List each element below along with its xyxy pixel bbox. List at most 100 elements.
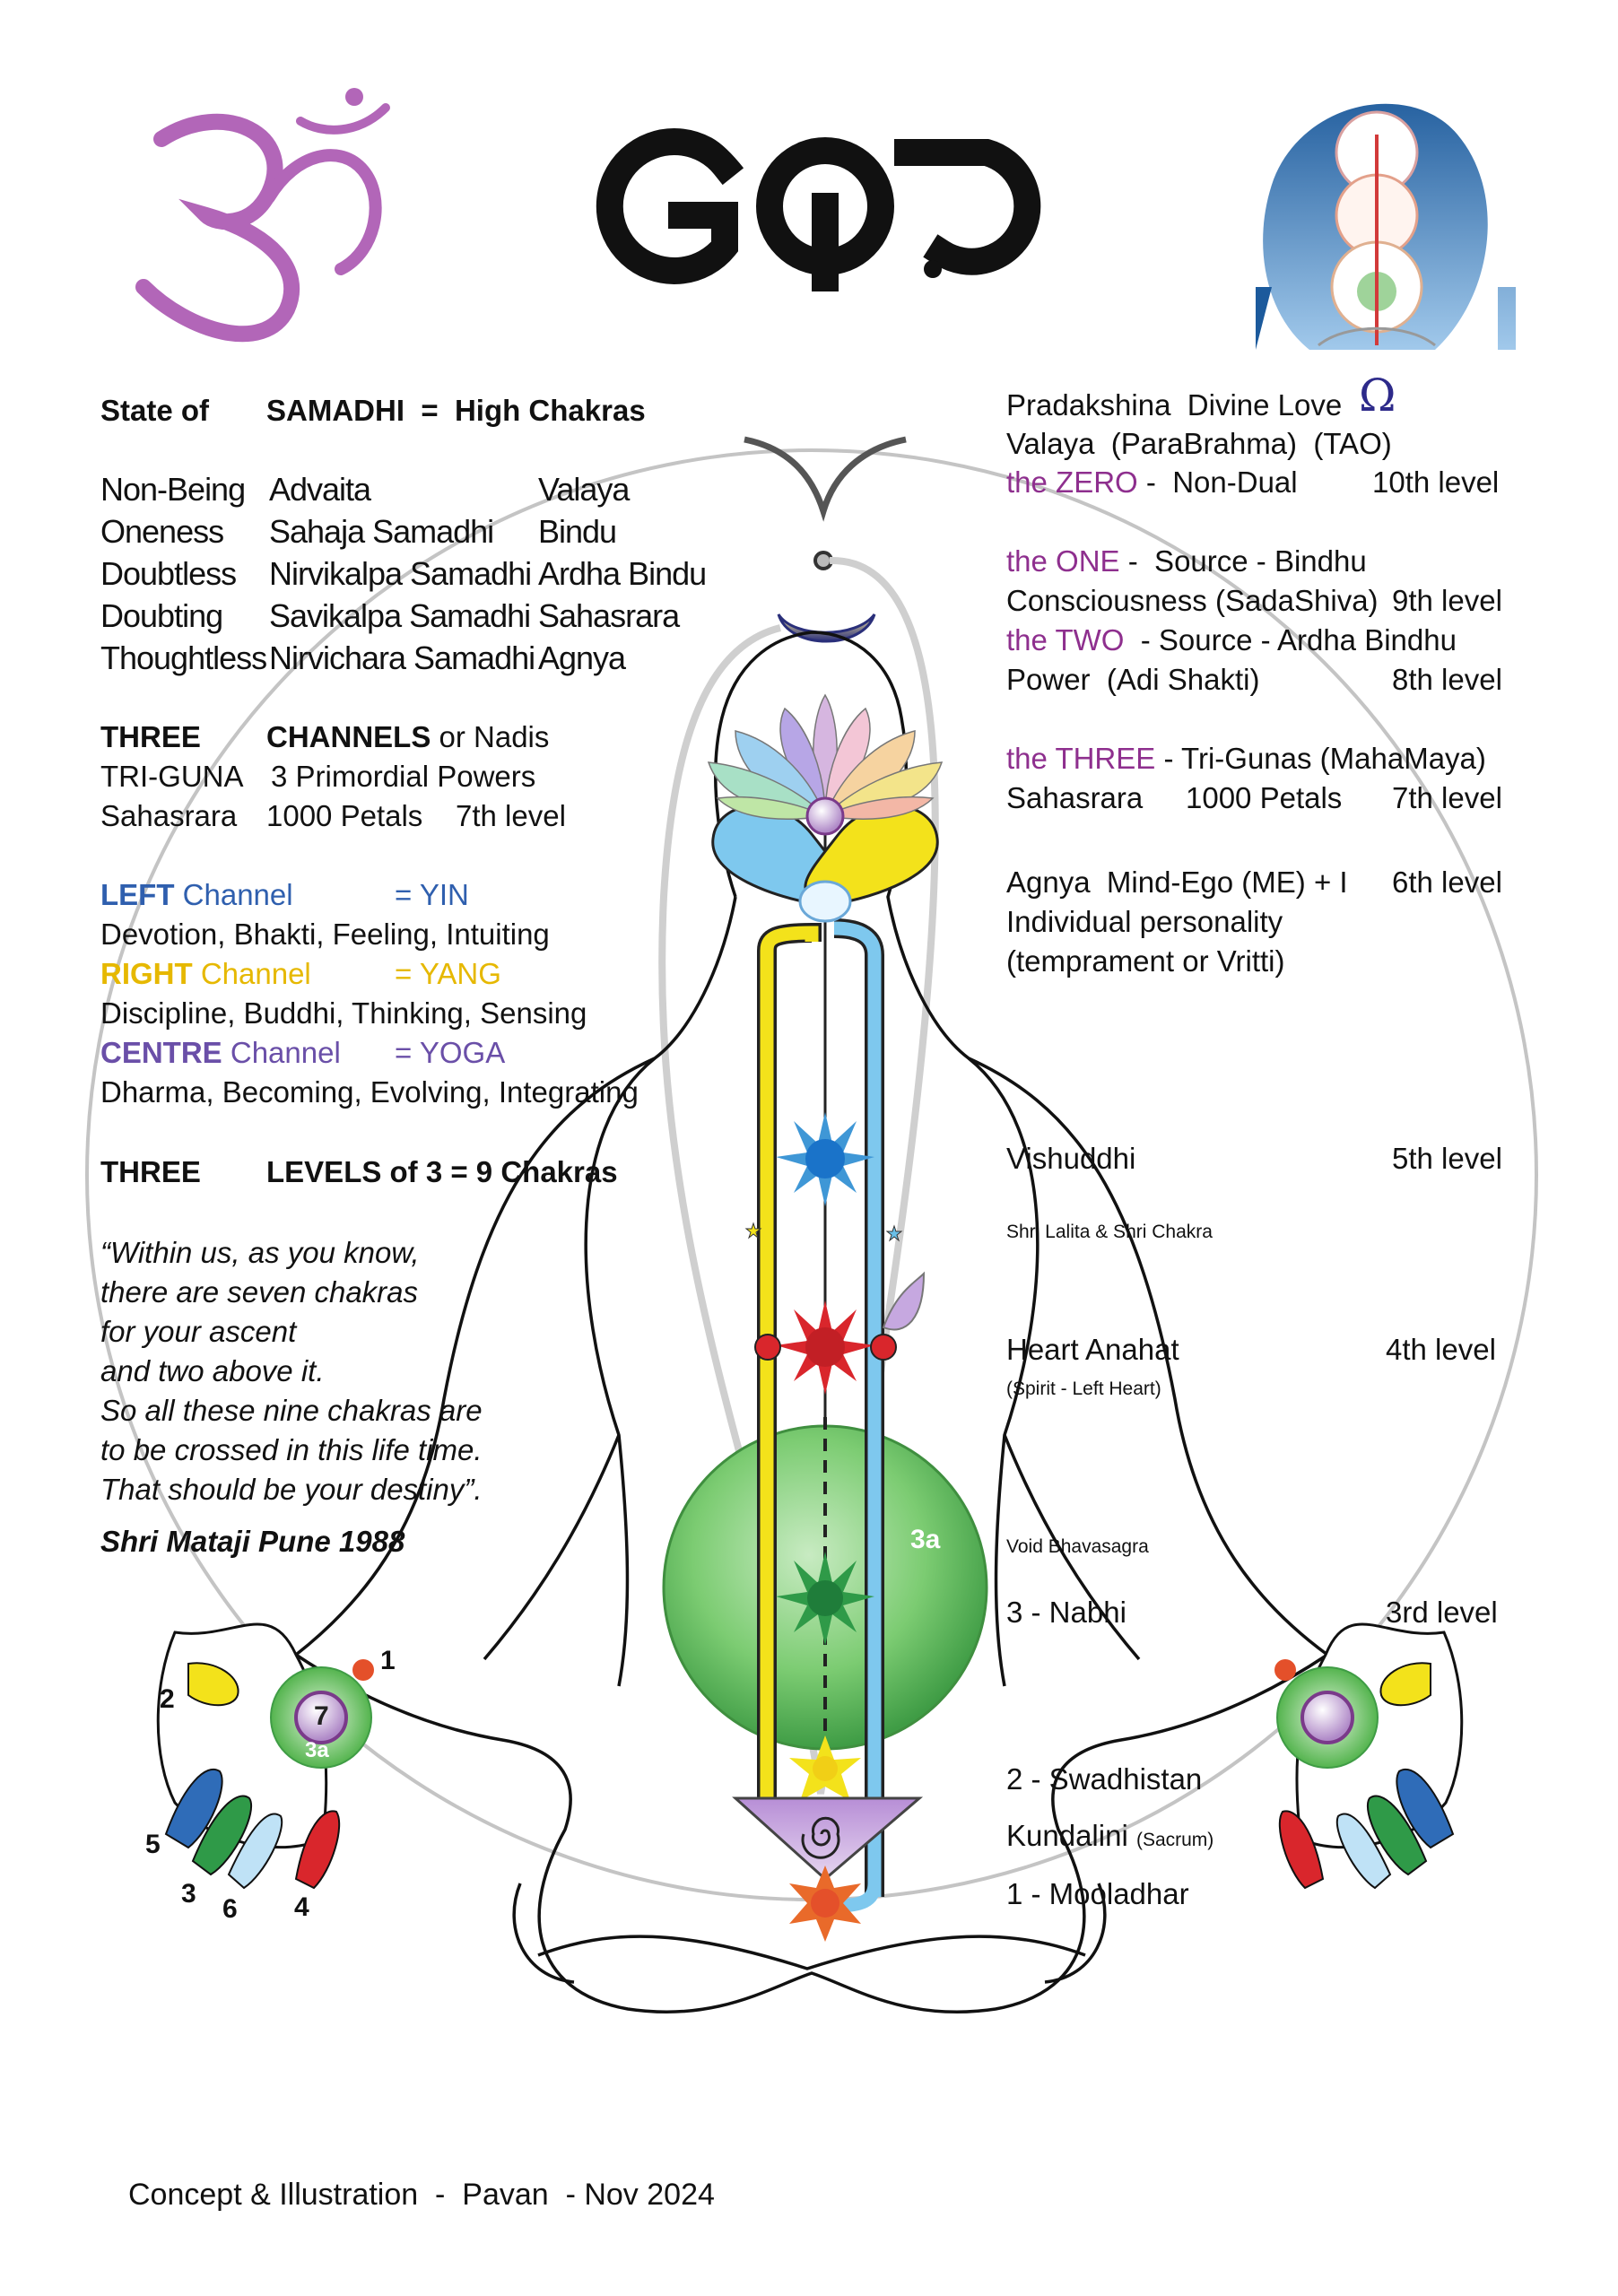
omega-logo-icon [1256, 103, 1516, 351]
void-label: Void Bhavasagra [1006, 1536, 1149, 1557]
level4: 4th level [1386, 1333, 1496, 1366]
mooladhar-chakra [789, 1866, 861, 1942]
left-star-small [744, 1222, 762, 1239]
right-channel-desc: Discipline, Buddhi, Thinking, Sensing [100, 996, 587, 1030]
sacrum-label: (Sacrum) [1135, 1830, 1214, 1850]
nabhi-chakra [776, 1552, 874, 1646]
sahasrara-right: Sahasrara [1006, 781, 1144, 814]
left-channel-rest: Channel [174, 878, 293, 911]
left-palm-sahasrara [294, 1691, 348, 1744]
palm-void-label: 3a [305, 1738, 329, 1762]
state-row-4-b: Savikalpa Samadhi [269, 597, 531, 634]
right-hand [1274, 1622, 1464, 1890]
left-channel-eq: = YIN [395, 878, 469, 911]
left-channel-strong: LEFT [100, 878, 175, 911]
level7-left: 7th level [456, 799, 566, 832]
finger-number-4: 4 [294, 1892, 309, 1922]
bindu-arc [744, 436, 907, 522]
left-heart-dot [870, 1334, 897, 1361]
two-line: the TWO - Source - Ardha Bindhu [1006, 621, 1457, 660]
level3: 3rd level [1386, 1596, 1498, 1629]
state-row-5-c: Agnya [538, 639, 626, 676]
mooladhar-label: 1 - Mooladhar [1006, 1877, 1189, 1910]
state-row-2-b: Sahaja Samadhi [269, 513, 494, 550]
pradakshina-line: Pradakshina Divine Love [1006, 388, 1343, 422]
bindu-dot [813, 551, 833, 570]
zero-line: the ZERO - Non-Dual [1006, 463, 1298, 502]
triguna-label: TRI-GUNA [100, 760, 244, 793]
finger-number-3: 3 [181, 1879, 196, 1909]
right-finger-yellow [1379, 1662, 1431, 1707]
sahasrara-left-label: Sahasrara [100, 799, 238, 832]
vishuddhi-label: Vishuddhi [1006, 1142, 1136, 1175]
nabhi-label: 3 - Nabhi [1006, 1596, 1127, 1629]
quote-line-1: “Within us, as you know, [100, 1236, 420, 1269]
spirit-label: (Spirit - Left Heart) [1006, 1378, 1161, 1399]
levels-heading: LEVELS of 3 = 9 Chakras [266, 1155, 618, 1188]
state-row-5-b: Nirvichara Samadhi [269, 639, 535, 676]
quote-line-5: So all these nine chakras are [100, 1394, 483, 1427]
left-finger-2 [187, 1662, 239, 1707]
left-finger-5 [164, 1768, 223, 1849]
kundalini-triangle [732, 1796, 924, 1881]
zero-highlight: the ZERO [1006, 465, 1138, 499]
state-row-1-a: Non-Being [100, 471, 246, 508]
left-channel-title: LEFT Channel [100, 875, 293, 915]
centre-channel-eq: = YOGA [395, 1036, 506, 1069]
finger-number-1: 1 [380, 1646, 396, 1675]
three-channels-three: THREE [100, 720, 201, 753]
vishuddhi-chakra [776, 1112, 874, 1206]
right-finger-green [1367, 1795, 1428, 1876]
three-highlight: the THREE [1006, 742, 1156, 775]
consciousness-line: Consciousness (SadaShiva) [1006, 584, 1379, 617]
agnya-line: Agnya Mind-Ego (ME) + I [1006, 865, 1348, 899]
state-row-5-a: Thoughtless [100, 639, 267, 676]
left-finger-3 [191, 1795, 252, 1876]
one-line: the ONE - Source - Bindhu [1006, 542, 1367, 581]
quote-line-3: for your ascent [100, 1315, 297, 1348]
centre-channel-rest: Channel [222, 1036, 341, 1069]
right-channel-strong: RIGHT [100, 957, 193, 990]
centre-channel-strong: CENTRE [100, 1036, 222, 1069]
finger-number-6: 6 [222, 1894, 238, 1924]
right-channel-title: RIGHT Channel [100, 954, 311, 994]
level9: 9th level [1392, 584, 1502, 617]
state-row-3-b: Nirvikalpa Samadhi [269, 555, 532, 592]
right-finger-blue [1396, 1768, 1455, 1849]
two-highlight: the TWO [1006, 623, 1125, 657]
quote-line-4: and two above it. [100, 1354, 325, 1387]
quote-line-7: That should be your destiny”. [100, 1473, 483, 1506]
right-star-small [885, 1224, 903, 1242]
right-palm-sahasrara [1300, 1691, 1354, 1744]
zero-rest: - Non-Dual [1137, 465, 1298, 499]
temperament-line: (temprament or Vritti) [1006, 944, 1285, 978]
quote-author: Shri Mataji Pune 1988 [100, 1525, 405, 1558]
power-line: Power (Adi Shakti) [1006, 663, 1260, 696]
centre-channel-desc: Dharma, Becoming, Evolving, Integrating [100, 1075, 639, 1109]
state-row-1-b: Advaita [269, 471, 371, 508]
state-row-4-a: Doubting [100, 597, 223, 634]
right-heart-dot [754, 1334, 781, 1361]
three-line: the THREE - Tri-Gunas (MahaMaya) [1006, 739, 1486, 778]
zero-level: 10th level [1372, 465, 1500, 499]
state-of-label: State of [100, 394, 210, 427]
kundalini-line: Kundalini (Sacrum) [1006, 1816, 1214, 1860]
swadhistan-label: 2 - Swadhistan [1006, 1762, 1203, 1796]
spirit-flame [882, 1271, 926, 1331]
state-row-3-a: Doubtless [100, 555, 237, 592]
right-finger-dot [1274, 1659, 1296, 1681]
state-row-4-c: Sahasrara [538, 597, 680, 634]
finger-number-5: 5 [145, 1830, 161, 1859]
state-row-1-c: Valaya [538, 471, 630, 508]
samadhi-heading: SAMADHI = High Chakras [266, 394, 646, 427]
level6: 6th level [1392, 865, 1502, 899]
petals-left: 1000 Petals [266, 799, 423, 832]
agnya-channel-loop [711, 804, 939, 923]
finger-number-2: 2 [160, 1684, 175, 1714]
three-rest: - Tri-Gunas (MahaMaya) [1155, 742, 1486, 775]
state-row-2-a: Oneness [100, 513, 224, 550]
god-logo-icon [596, 128, 1041, 291]
valaya-line: Valaya (ParaBrahma) (TAO) [1006, 427, 1392, 460]
swadhistan-chakra [789, 1735, 861, 1801]
